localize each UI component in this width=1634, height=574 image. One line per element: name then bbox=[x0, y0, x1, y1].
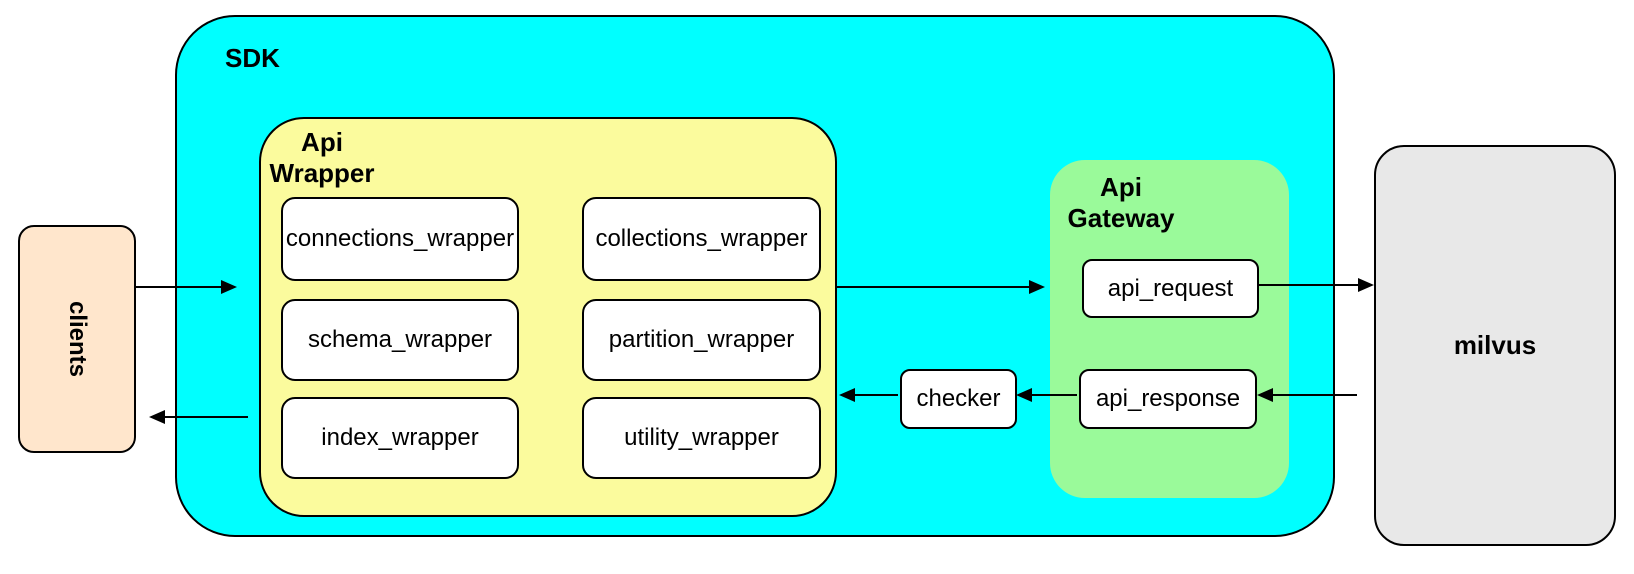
arrow-request-to-milvus bbox=[1257, 278, 1374, 292]
arrow-sdk-to-clients bbox=[149, 410, 248, 424]
sdk-container: SDK Api Wrapper connections_wrapper coll… bbox=[175, 15, 1335, 537]
arrow-response-to-checker bbox=[1016, 388, 1077, 402]
arrow-checker-to-wrapper bbox=[839, 388, 898, 402]
clients-node: clients bbox=[18, 225, 136, 453]
clients-label: clients bbox=[64, 300, 91, 378]
api-wrapper-container: Api Wrapper connections_wrapper collecti… bbox=[259, 117, 837, 517]
collections-wrapper-node: collections_wrapper bbox=[582, 197, 821, 281]
api-response-node: api_response bbox=[1079, 369, 1257, 429]
schema-wrapper-node: schema_wrapper bbox=[281, 299, 519, 381]
milvus-node: milvus bbox=[1374, 145, 1616, 546]
sdk-label: SDK bbox=[225, 43, 280, 73]
api-gateway-container: Api Gateway api_request api_response bbox=[1050, 160, 1289, 498]
api-gateway-label: Api Gateway bbox=[1067, 172, 1175, 233]
arrow-wrapper-to-gateway bbox=[835, 280, 1045, 294]
partition-wrapper-node: partition_wrapper bbox=[582, 299, 821, 381]
arrow-milvus-to-response bbox=[1257, 388, 1357, 402]
connections-wrapper-node: connections_wrapper bbox=[281, 197, 519, 281]
api-request-node: api_request bbox=[1082, 259, 1259, 318]
api-wrapper-label: Api Wrapper bbox=[269, 127, 375, 188]
checker-node: checker bbox=[900, 369, 1017, 429]
index-wrapper-node: index_wrapper bbox=[281, 397, 519, 479]
milvus-label: milvus bbox=[1453, 330, 1537, 360]
arrow-clients-to-sdk bbox=[136, 280, 237, 294]
utility-wrapper-node: utility_wrapper bbox=[582, 397, 821, 479]
